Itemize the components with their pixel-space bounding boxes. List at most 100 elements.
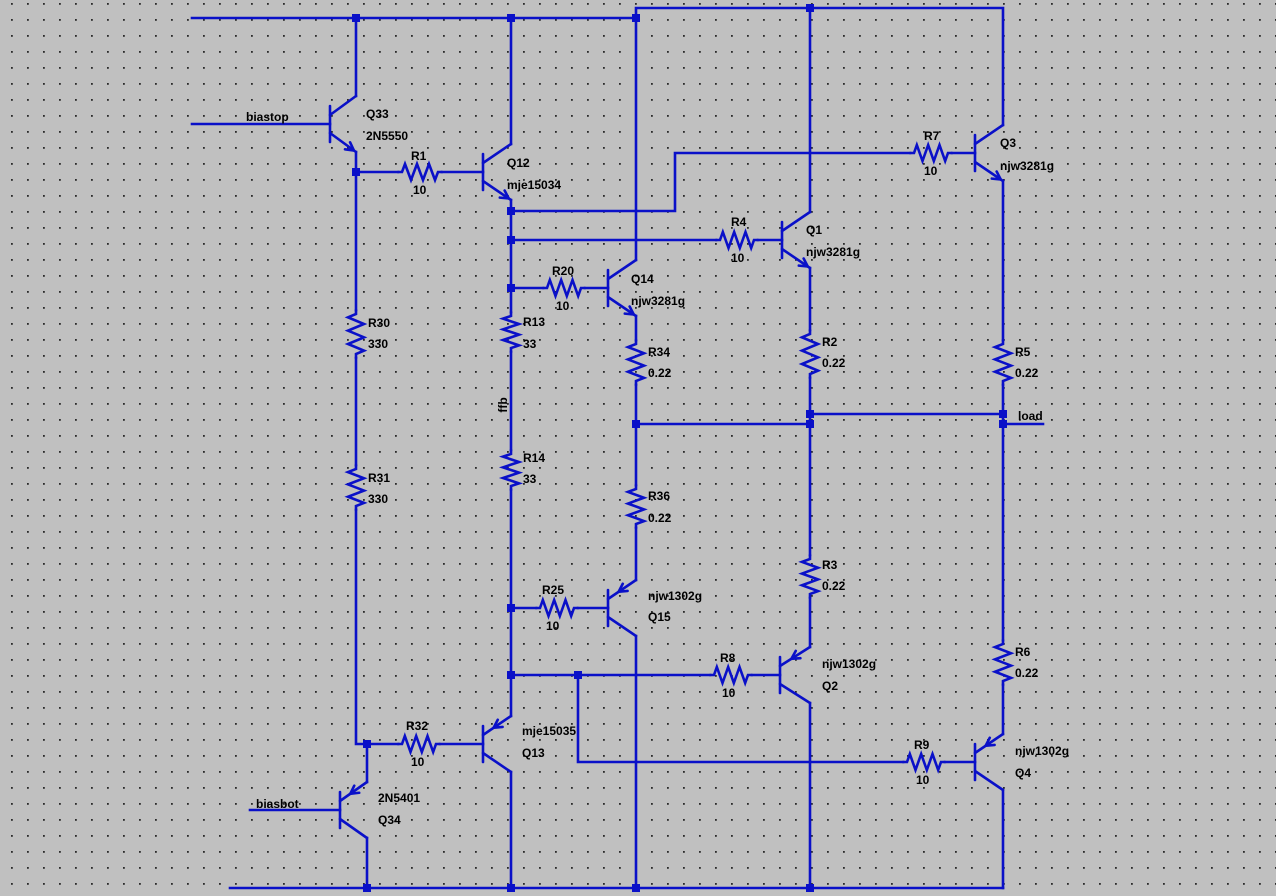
r3-value-label[interactable]: 0.22 <box>822 579 846 593</box>
q15-ref-label[interactable]: Q15 <box>648 610 671 624</box>
q1-model-label[interactable]: njw3281g <box>806 245 860 259</box>
resistor-r8[interactable] <box>708 663 754 687</box>
transistor-q3[interactable] <box>973 123 1005 183</box>
transistor-q2[interactable] <box>778 645 812 705</box>
net-label-biasbot[interactable]: biasbot <box>256 797 299 811</box>
r2-value-label[interactable]: 0.22 <box>822 356 846 370</box>
resistor-r32[interactable] <box>396 732 442 756</box>
r32-value-label[interactable]: 10 <box>411 755 425 769</box>
transistor-q15[interactable] <box>606 578 638 638</box>
r25-ref-label[interactable]: R25 <box>542 583 564 597</box>
q4-ref-label[interactable]: Q4 <box>1015 766 1031 780</box>
resistor-r5[interactable] <box>991 338 1015 387</box>
resistor-r36[interactable] <box>624 483 648 530</box>
transistor-q33[interactable] <box>328 94 358 154</box>
r4-value-label[interactable]: 10 <box>731 251 745 265</box>
r25-value-label[interactable]: 10 <box>546 619 560 633</box>
r13-value-label[interactable]: 33 <box>523 337 537 351</box>
wire-to-r7[interactable] <box>509 151 912 213</box>
resistor-r7[interactable] <box>908 141 954 165</box>
emitter-arrow-icon <box>983 736 996 748</box>
q34-model-label[interactable]: 2N5401 <box>378 791 420 805</box>
emitter-lead <box>973 732 1005 755</box>
emitter-arrow-icon <box>623 305 637 317</box>
q13-ref-label[interactable]: Q13 <box>522 746 545 760</box>
resistor-r31[interactable] <box>344 463 368 512</box>
r5-ref-label[interactable]: R5 <box>1015 345 1031 359</box>
r8-value-label[interactable]: 10 <box>722 686 736 700</box>
r36-ref-label[interactable]: R36 <box>648 489 670 503</box>
resistor-r25[interactable] <box>534 596 580 620</box>
net-label-biastop[interactable]: biastop <box>246 110 289 124</box>
q34-ref-label[interactable]: Q34 <box>378 813 401 827</box>
resistor-r2[interactable] <box>798 328 822 380</box>
resistor-r14[interactable] <box>498 448 524 492</box>
q12-model-label[interactable]: mje15034 <box>507 178 561 192</box>
emitter-lead <box>481 714 513 737</box>
resistor-r6[interactable] <box>991 638 1015 687</box>
r3-ref-label[interactable]: R3 <box>822 558 838 572</box>
r34-value-label[interactable]: 0.22 <box>648 366 672 380</box>
transistor-q14[interactable] <box>606 258 638 318</box>
q4-model-label[interactable]: njw1302g <box>1015 744 1069 758</box>
q3-model-label[interactable]: njw3281g <box>1000 159 1054 173</box>
r4-ref-label[interactable]: R4 <box>731 215 747 229</box>
q14-model-label[interactable]: njw3281g <box>631 294 685 308</box>
r6-value-label[interactable]: 0.22 <box>1015 666 1039 680</box>
resistor-r1[interactable] <box>396 160 444 184</box>
r1-value-label[interactable]: 10 <box>413 183 427 197</box>
r1-ref-label[interactable]: R1 <box>411 149 427 163</box>
r14-ref-label[interactable]: R14 <box>523 451 545 465</box>
net-label-ffb[interactable]: ffb <box>496 397 510 412</box>
r30-value-label[interactable]: 330 <box>368 337 388 351</box>
q13-model-label[interactable]: mje15035 <box>522 724 576 738</box>
r9-value-label[interactable]: 10 <box>916 773 930 787</box>
collector-lead <box>606 258 638 281</box>
resistor-r30[interactable] <box>344 308 368 360</box>
wire-to-r9[interactable] <box>576 673 905 764</box>
r8-ref-label[interactable]: R8 <box>720 651 736 665</box>
q15-model-label[interactable]: njw1302g <box>648 589 702 603</box>
r7-value-label[interactable]: 10 <box>924 164 938 178</box>
q3-ref-label[interactable]: Q3 <box>1000 136 1016 150</box>
resistor-r3[interactable] <box>798 553 822 600</box>
q2-ref-label[interactable]: Q2 <box>822 679 838 693</box>
q14-ref-label[interactable]: Q14 <box>631 272 654 286</box>
resistor-r34[interactable] <box>624 338 648 387</box>
wire-top-right-rail[interactable] <box>634 6 1005 127</box>
q2-model-label[interactable]: njw1302g <box>822 657 876 671</box>
junction-dot <box>507 14 515 22</box>
r20-ref-label[interactable]: R20 <box>552 264 574 278</box>
r36-value-label[interactable]: 0.22 <box>648 511 672 525</box>
r32-ref-label[interactable]: R32 <box>406 719 428 733</box>
junction-dot <box>574 671 582 679</box>
q33-ref-label[interactable]: Q33 <box>366 107 389 121</box>
q12-ref-label[interactable]: Q12 <box>507 156 530 170</box>
r2-ref-label[interactable]: R2 <box>822 335 838 349</box>
r7-ref-label[interactable]: R7 <box>924 129 940 143</box>
net-label-load[interactable]: load <box>1018 409 1043 423</box>
r9-ref-label[interactable]: R9 <box>914 738 930 752</box>
wire-r31-r32[interactable] <box>354 508 400 746</box>
q1-ref-label[interactable]: Q1 <box>806 223 822 237</box>
r5-value-label[interactable]: 0.22 <box>1015 366 1039 380</box>
r13-ref-label[interactable]: R13 <box>523 315 545 329</box>
transistor-q13[interactable] <box>481 714 513 774</box>
transistor-q4[interactable] <box>973 732 1005 792</box>
r31-ref-label[interactable]: R31 <box>368 471 390 485</box>
q33-model-label[interactable]: 2N5550 <box>366 129 408 143</box>
resistor-r13[interactable] <box>498 310 524 354</box>
r30-ref-label[interactable]: R30 <box>368 316 390 330</box>
r14-value-label[interactable]: 33 <box>523 472 537 486</box>
transistor-q12[interactable] <box>481 142 513 202</box>
resistor-r4[interactable] <box>714 228 760 252</box>
r31-value-label[interactable]: 330 <box>368 492 388 506</box>
r34-ref-label[interactable]: R34 <box>648 345 670 359</box>
transistor-q1[interactable] <box>780 210 812 270</box>
resistor-r20[interactable] <box>541 276 587 300</box>
r6-ref-label[interactable]: R6 <box>1015 645 1031 659</box>
r20-value-label[interactable]: 10 <box>556 299 570 313</box>
transistor-q34[interactable] <box>338 780 369 840</box>
resistor-r9[interactable] <box>901 750 947 774</box>
